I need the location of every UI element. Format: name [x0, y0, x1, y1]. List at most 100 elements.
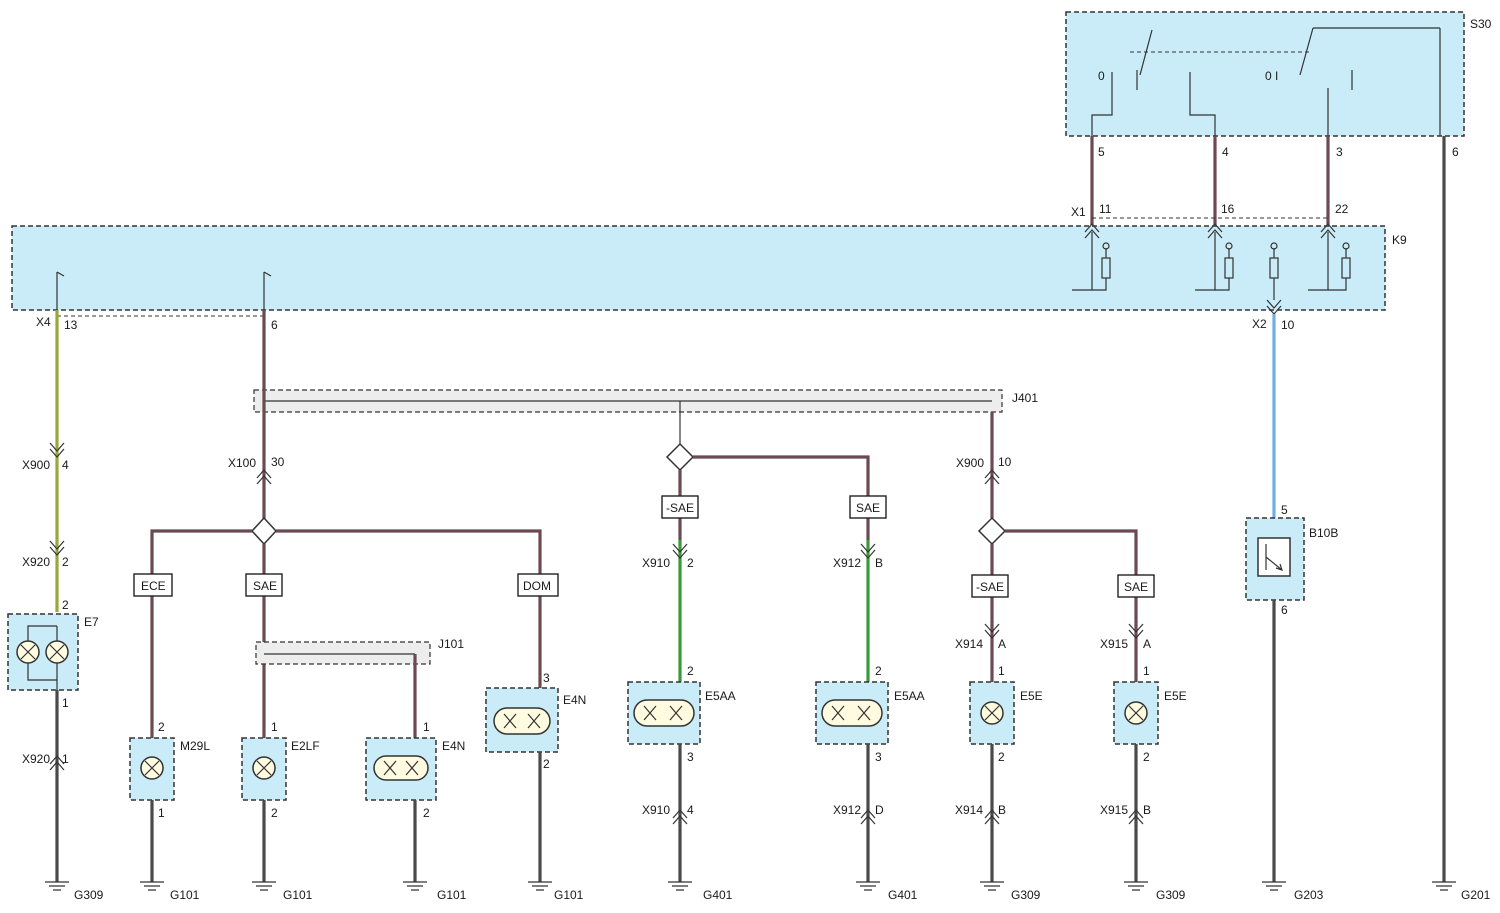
- connector-label: X910: [642, 556, 670, 570]
- connector-label: X914: [955, 637, 983, 651]
- component-label: E5E: [1164, 689, 1187, 703]
- module-label-s30: S30: [1470, 17, 1492, 31]
- ground-symbol: G101: [252, 881, 313, 902]
- sensor-pin-bottom: 6: [1281, 603, 1288, 617]
- splice-label-j101: J101: [438, 637, 464, 651]
- connector-pin: B: [1143, 803, 1151, 817]
- switch-pin-label: 5: [1098, 145, 1105, 159]
- component-pin-bottom: 2: [998, 750, 1005, 764]
- connector-label: X920: [22, 555, 50, 569]
- component-pin-top: 1: [423, 720, 430, 734]
- connector-pin: B: [998, 803, 1006, 817]
- variant-tag: -SAE: [666, 501, 694, 515]
- connector-pin: D: [875, 803, 884, 817]
- connector-label: X915: [1100, 803, 1128, 817]
- switch-pos-left: 0: [1098, 69, 1105, 83]
- connector-x4-pin: 13: [64, 318, 78, 332]
- junction-node: [250, 516, 278, 546]
- switch-pin-label: 4: [1222, 145, 1229, 159]
- ground-symbol: G101: [403, 881, 467, 902]
- variant-tag: -SAE: [976, 580, 1004, 594]
- switch-pins: 5 4 3 6: [1098, 145, 1459, 159]
- component-e4n-dom: 3 E4N 2: [485, 671, 586, 771]
- switch-module-s30: S30 0 0 I: [1065, 11, 1492, 137]
- connector-x1-label: X1: [1071, 205, 1086, 219]
- connector-pin: 4: [62, 458, 69, 472]
- connector-label: X900: [956, 456, 984, 470]
- connector-label: X912: [833, 556, 861, 570]
- component-e4n: 1 E4N 2: [365, 720, 465, 820]
- component-e2lf: 1 E2LF 2: [241, 720, 320, 820]
- ground-label: G201: [1461, 888, 1491, 902]
- connector-label: X915: [1100, 637, 1128, 651]
- connector-x1-pin: 11: [1099, 202, 1112, 216]
- connector-pin: 10: [998, 455, 1012, 469]
- ground-symbol: G101: [528, 881, 584, 902]
- component-label: M29L: [180, 739, 210, 753]
- component-pin-bottom: 3: [687, 750, 694, 764]
- k9-output-pin: 6: [271, 318, 278, 332]
- switch-pos-right: 0 I: [1265, 69, 1278, 83]
- component-pin-top: 3: [543, 671, 550, 685]
- component-label: E5AA: [894, 689, 925, 703]
- component-e5aa: 2 E5AA 3: [627, 664, 736, 764]
- k9-internal-drivers: [56, 232, 1351, 310]
- component-label: E5AA: [705, 689, 736, 703]
- component-label: E4N: [563, 693, 586, 707]
- connector-pin: A: [998, 637, 1006, 651]
- ground-label: G309: [1011, 888, 1041, 902]
- connector-pin: A: [1143, 637, 1151, 651]
- ground-label: G101: [437, 888, 467, 902]
- component-label: E4N: [442, 739, 465, 753]
- ground-symbol: G309: [980, 881, 1041, 902]
- component-pin-bottom: 2: [1143, 750, 1150, 764]
- connector-pin: 30: [271, 455, 285, 469]
- variant-tag: DOM: [523, 579, 551, 593]
- connector-label: X912: [833, 803, 861, 817]
- component-pin-top: 2: [875, 664, 882, 678]
- control-unit-k9: K9 X1 11 16 22: [11, 202, 1407, 315]
- connector-pin: 1: [62, 752, 69, 766]
- ground-label: G309: [1156, 888, 1186, 902]
- splice-label-j401: J401: [1012, 391, 1038, 405]
- component-m29l: 2 M29L 1: [129, 720, 210, 820]
- splice-j101: [255, 641, 431, 665]
- component-pin-top: 1: [998, 664, 1005, 678]
- connector-label: X914: [955, 803, 983, 817]
- variant-tag: SAE: [1124, 580, 1148, 594]
- connector-pin: B: [875, 556, 883, 570]
- component-pin-bottom: 2: [543, 757, 550, 771]
- sensor-pin-top: 5: [1281, 503, 1288, 517]
- variant-tag: ECE: [141, 579, 166, 593]
- sensor-b10b: 5 B10B 6: [1245, 503, 1338, 617]
- component-e5e: 1 E5E 2: [969, 664, 1043, 764]
- component-pin-bottom: 2: [423, 806, 430, 820]
- connector-pin: 2: [687, 556, 694, 570]
- ground-label: G101: [283, 888, 313, 902]
- ground-symbol: G309: [45, 881, 104, 902]
- ground-label: G101: [554, 888, 584, 902]
- component-label-e7: E7: [84, 615, 99, 629]
- switch-pin-label: 3: [1336, 145, 1343, 159]
- connector-x1-pin: 22: [1335, 202, 1349, 216]
- connector-x1-pin: 16: [1221, 202, 1235, 216]
- connector-label: X900: [22, 458, 50, 472]
- component-pin-bottom: 3: [875, 750, 882, 764]
- connector-pin: 2: [62, 555, 69, 569]
- connector-label: X910: [642, 803, 670, 817]
- ground-symbol: G203: [1262, 881, 1324, 902]
- component-label: E5E: [1020, 689, 1043, 703]
- variant-tag: SAE: [856, 501, 880, 515]
- component-pin-top: 2: [62, 598, 69, 612]
- ground-label: G309: [74, 888, 104, 902]
- ground-symbol: G401: [856, 881, 918, 902]
- branch-e7: X900 4 X920 2 2 E7 1 X920 1: [7, 310, 99, 882]
- module-label-k9: K9: [1392, 233, 1407, 247]
- connector-label: X920: [22, 752, 50, 766]
- connector-x4-label: X4: [36, 315, 51, 329]
- component-pin-bottom: 1: [158, 806, 165, 820]
- component-e5aa: 2 E5AA 3: [815, 664, 925, 764]
- ground-symbol: G201: [1432, 881, 1491, 902]
- variant-tag: SAE: [253, 579, 277, 593]
- connector-label: X100: [228, 456, 256, 470]
